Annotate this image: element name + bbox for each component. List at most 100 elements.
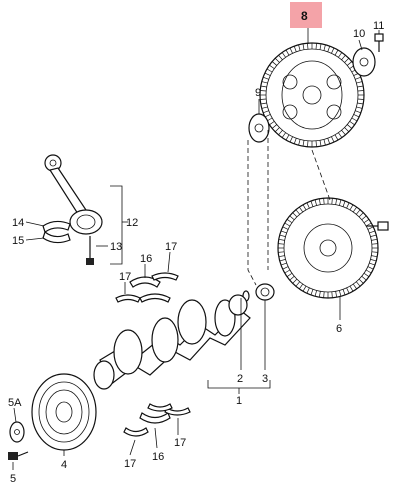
bearing-shell-15[interactable]	[42, 230, 71, 244]
gear-tooth	[341, 130, 346, 136]
gear-tooth	[278, 255, 285, 258]
gear-tooth	[310, 200, 314, 207]
seal-ring[interactable]	[255, 283, 275, 301]
callout-1[interactable]: 1	[236, 395, 242, 407]
bolt-drive-plate[interactable]	[366, 221, 389, 231]
bearing-shell-17-bottom-right[interactable]	[164, 407, 191, 416]
gear-tooth	[261, 81, 268, 84]
plate-9-outline	[248, 113, 270, 143]
bearing-14-shape	[42, 220, 71, 233]
gear-tooth	[356, 81, 363, 84]
bearing-shell-17-top-right[interactable]	[151, 272, 179, 281]
gear-tooth	[281, 132, 286, 138]
gear-tooth	[302, 140, 305, 147]
gear-tooth	[280, 262, 287, 266]
bearing-shell-17-top-left[interactable]	[115, 294, 141, 303]
callout-5[interactable]: 5	[10, 473, 16, 485]
drive-plate-hub	[319, 239, 337, 257]
rod-beam	[49, 167, 87, 215]
callout-17-top-left[interactable]: 17	[119, 271, 131, 283]
gear-tooth	[339, 199, 342, 206]
flywheel-hole-1	[282, 74, 298, 90]
gear-tooth	[346, 287, 350, 294]
gear-tooth	[347, 124, 353, 129]
gear-tooth	[334, 49, 339, 56]
bearing-shell-bottom-extra[interactable]	[147, 403, 173, 412]
bolt-drive-head	[377, 221, 389, 231]
gear-tooth	[289, 47, 293, 54]
gear-tooth	[289, 215, 295, 220]
gear-tooth	[367, 226, 374, 230]
drive-plate-6[interactable]	[277, 197, 379, 299]
crank-web-3	[177, 299, 207, 345]
gear-tooth	[298, 139, 301, 146]
callout-8[interactable]: 8	[301, 9, 308, 23]
gear-tooth	[278, 54, 283, 60]
callout-11[interactable]: 11	[373, 20, 384, 32]
callout-17-bottom-right[interactable]: 17	[174, 437, 186, 449]
callout-16-bottom[interactable]: 16	[152, 451, 164, 463]
callout-17-bottom-left[interactable]: 17	[124, 458, 136, 470]
gear-tooth	[370, 234, 377, 237]
callout-2[interactable]: 2	[237, 373, 243, 385]
bolt-11[interactable]	[374, 33, 384, 52]
gear-tooth	[314, 290, 317, 297]
callout-8-highlight	[290, 2, 322, 28]
bolt-11-head	[374, 33, 384, 42]
callout-9[interactable]: 9	[255, 87, 261, 99]
pressure-plate-10[interactable]	[352, 47, 376, 77]
callout-12[interactable]: 12	[126, 217, 138, 229]
crank-front-journal	[93, 360, 115, 390]
callout-16-top[interactable]: 16	[140, 253, 152, 265]
bearing-shell-16-bottom[interactable]	[139, 412, 171, 424]
gear-tooth	[355, 76, 361, 80]
shim-plate-9[interactable]	[248, 113, 270, 143]
bolt-5[interactable]	[8, 451, 29, 460]
gear-tooth	[357, 102, 364, 105]
callout-10[interactable]: 10	[353, 28, 365, 40]
rod-bolt-13[interactable]	[86, 236, 94, 265]
callout-15[interactable]: 15	[12, 235, 24, 247]
gear-tooth	[298, 44, 301, 51]
crankshaft[interactable]	[93, 294, 251, 390]
gear-tooth	[314, 199, 317, 206]
bearing-shell-14[interactable]	[42, 220, 71, 233]
bearing-shell-top-center[interactable]	[139, 293, 171, 303]
gear-tooth	[306, 202, 310, 209]
callout-17-top-right[interactable]: 17	[165, 241, 177, 253]
gear-tooth	[342, 289, 346, 296]
gear-tooth	[331, 291, 333, 298]
gear-tooth	[356, 209, 361, 215]
leader-5a	[13, 407, 17, 423]
callout-13[interactable]: 13	[110, 241, 122, 253]
washer-5a[interactable]	[9, 421, 25, 443]
gear-tooth	[318, 198, 321, 205]
callout-5a[interactable]: 5A	[8, 397, 22, 409]
gear-tooth	[353, 114, 360, 118]
gear-tooth	[346, 202, 350, 209]
callout-4[interactable]: 4	[61, 459, 67, 471]
gear-tooth	[365, 269, 372, 274]
flywheel-teeth	[260, 43, 364, 147]
shell-17-br-shape	[164, 407, 191, 416]
flywheel-8[interactable]	[259, 42, 365, 148]
damper-pulley-4[interactable]	[31, 373, 97, 451]
gear-tooth	[274, 127, 280, 133]
callout-3[interactable]: 3	[262, 373, 268, 385]
gear-tooth	[319, 43, 322, 50]
callout-14[interactable]: 14	[12, 217, 24, 229]
drive-plate-teeth	[278, 198, 378, 298]
gear-tooth	[315, 43, 317, 50]
gear-tooth	[357, 85, 364, 88]
gear-tooth	[349, 285, 354, 292]
callout-6[interactable]: 6	[336, 323, 342, 335]
shell-bottom-extra-shape	[147, 403, 173, 412]
connecting-rod-12[interactable]	[44, 154, 103, 235]
bearing-shell-17-bottom-left[interactable]	[123, 427, 149, 437]
bearing-shell-16-top[interactable]	[129, 276, 161, 288]
bolt-5-shank	[17, 451, 29, 457]
leader-17-bottom-left	[129, 439, 136, 456]
flywheel-hole-4	[326, 104, 342, 120]
gear-tooth	[279, 259, 286, 262]
